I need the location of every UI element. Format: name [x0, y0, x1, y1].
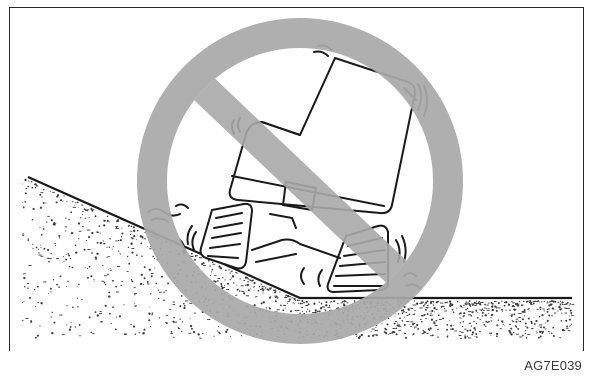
figure-code-label: AG7E039 [524, 358, 582, 373]
prohibition-sign-icon [152, 33, 448, 329]
